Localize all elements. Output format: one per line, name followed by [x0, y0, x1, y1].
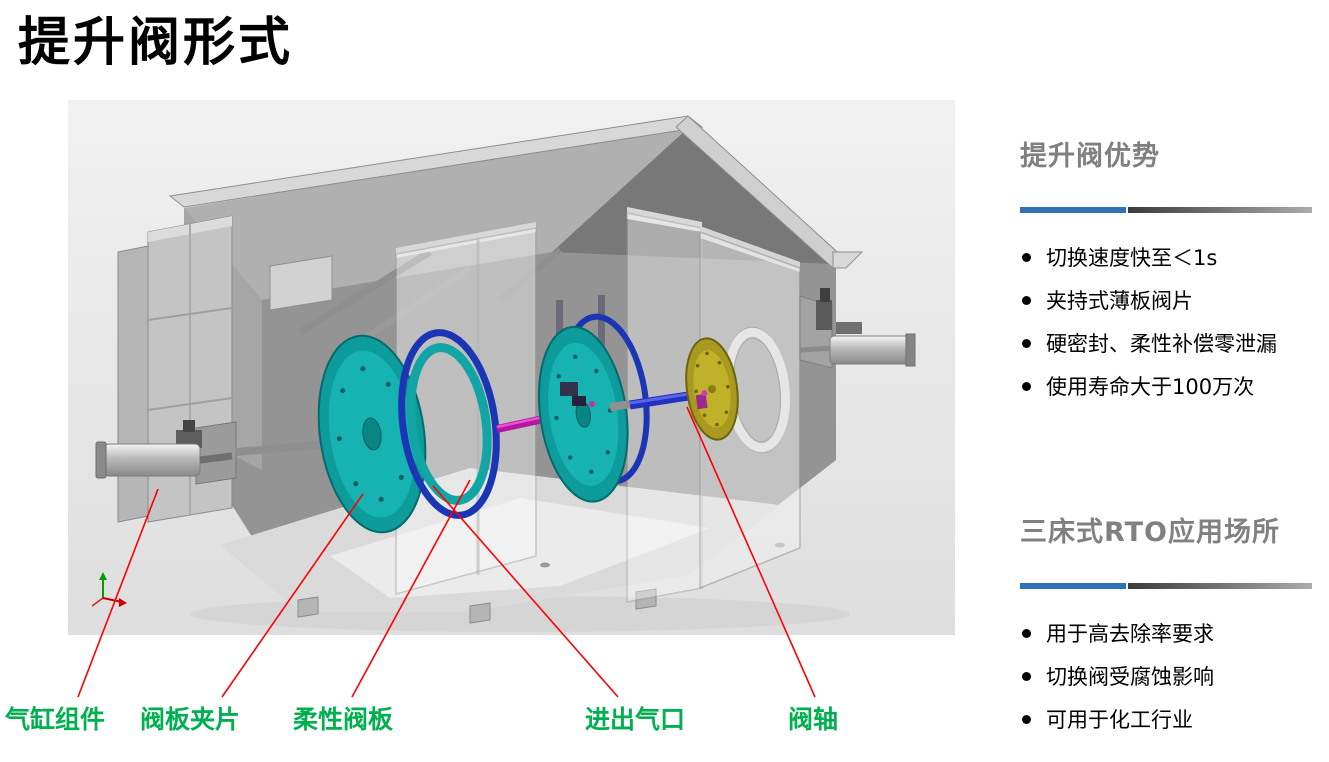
leader-valve-plate-clip: [221, 493, 364, 698]
bullet-list: 用于高去除率要求 切换阀受腐蚀影响 可用于化工行业: [1022, 619, 1318, 733]
underline-accent: [1020, 583, 1126, 589]
bullet-icon: [1022, 295, 1031, 305]
bullet-icon: [1022, 338, 1031, 348]
leader-lines: [77, 406, 816, 698]
bullet-icon: [1022, 252, 1031, 262]
bullet-text: 切换速度快至＜1s: [1046, 246, 1218, 270]
underline-accent: [1020, 207, 1126, 213]
bullet-text: 硬密封、柔性补偿零泄漏: [1046, 332, 1277, 356]
bullet-text: 切换阀受腐蚀影响: [1046, 665, 1214, 689]
right-glass-wall: [699, 226, 801, 590]
bullet-item: 使用寿命大于100万次: [1022, 372, 1318, 400]
label-flexible-valve-plate: 柔性阀板: [293, 705, 394, 734]
bullet-text: 使用寿命大于100万次: [1046, 375, 1255, 399]
bullet-item: 切换阀受腐蚀影响: [1022, 662, 1318, 690]
bullet-icon: [1022, 671, 1031, 681]
valve-disc-yellow: [685, 337, 739, 441]
label-inlet-outlet-port: 进出气口: [585, 705, 686, 734]
leader-inlet-outlet-port: [432, 485, 619, 698]
heading-underline: [1020, 207, 1312, 213]
leader-flexible-valve-plate: [351, 479, 471, 698]
valve-disc-2: [537, 295, 650, 503]
label-valve-shaft: 阀轴: [788, 705, 839, 734]
bullet-icon: [1022, 714, 1031, 724]
underline-gradient: [1128, 583, 1312, 589]
underline-gradient: [1128, 207, 1312, 213]
heading-underline: [1020, 583, 1312, 589]
bullet-item: 夹持式薄板阀片: [1022, 286, 1318, 314]
bullet-item: 用于高去除率要求: [1022, 619, 1318, 647]
section-heading: 三床式RTO应用场所: [1020, 517, 1280, 548]
section-valve-advantages: 提升阀优势 切换速度快至＜1s 夹持式薄板阀片 硬密封、柔性补偿零泄漏 使用寿命…: [1020, 134, 1318, 415]
bullet-icon: [1022, 628, 1031, 638]
bullet-list: 切换速度快至＜1s 夹持式薄板阀片 硬密封、柔性补偿零泄漏 使用寿命大于100万…: [1022, 243, 1318, 400]
label-cylinder-assembly: 气缸组件: [5, 705, 106, 734]
valve-disc-1: [317, 334, 427, 534]
right-cylinder-actuator: [799, 288, 916, 369]
leader-valve-shaft: [686, 406, 816, 698]
left-cylinder-actuator: [95, 420, 237, 485]
coordinate-triad-icon: [91, 572, 127, 607]
bullet-text: 用于高去除率要求: [1046, 622, 1214, 646]
bullet-text: 可用于化工行业: [1046, 708, 1193, 732]
section-heading: 提升阀优势: [1020, 141, 1160, 172]
section-rto-applications: 三床式RTO应用场所 用于高去除率要求 切换阀受腐蚀影响 可用于化工行业: [1020, 510, 1318, 748]
label-valve-plate-clip: 阀板夹片: [140, 705, 241, 734]
bullet-text: 夹持式薄板阀片: [1046, 289, 1193, 313]
bullet-item: 可用于化工行业: [1022, 705, 1318, 733]
leader-cylinder-assembly: [77, 488, 159, 698]
page-title: 提升阀形式: [18, 13, 294, 73]
bullet-icon: [1022, 381, 1031, 391]
bullet-item: 切换速度快至＜1s: [1022, 243, 1318, 271]
bullet-item: 硬密封、柔性补偿零泄漏: [1022, 329, 1318, 357]
